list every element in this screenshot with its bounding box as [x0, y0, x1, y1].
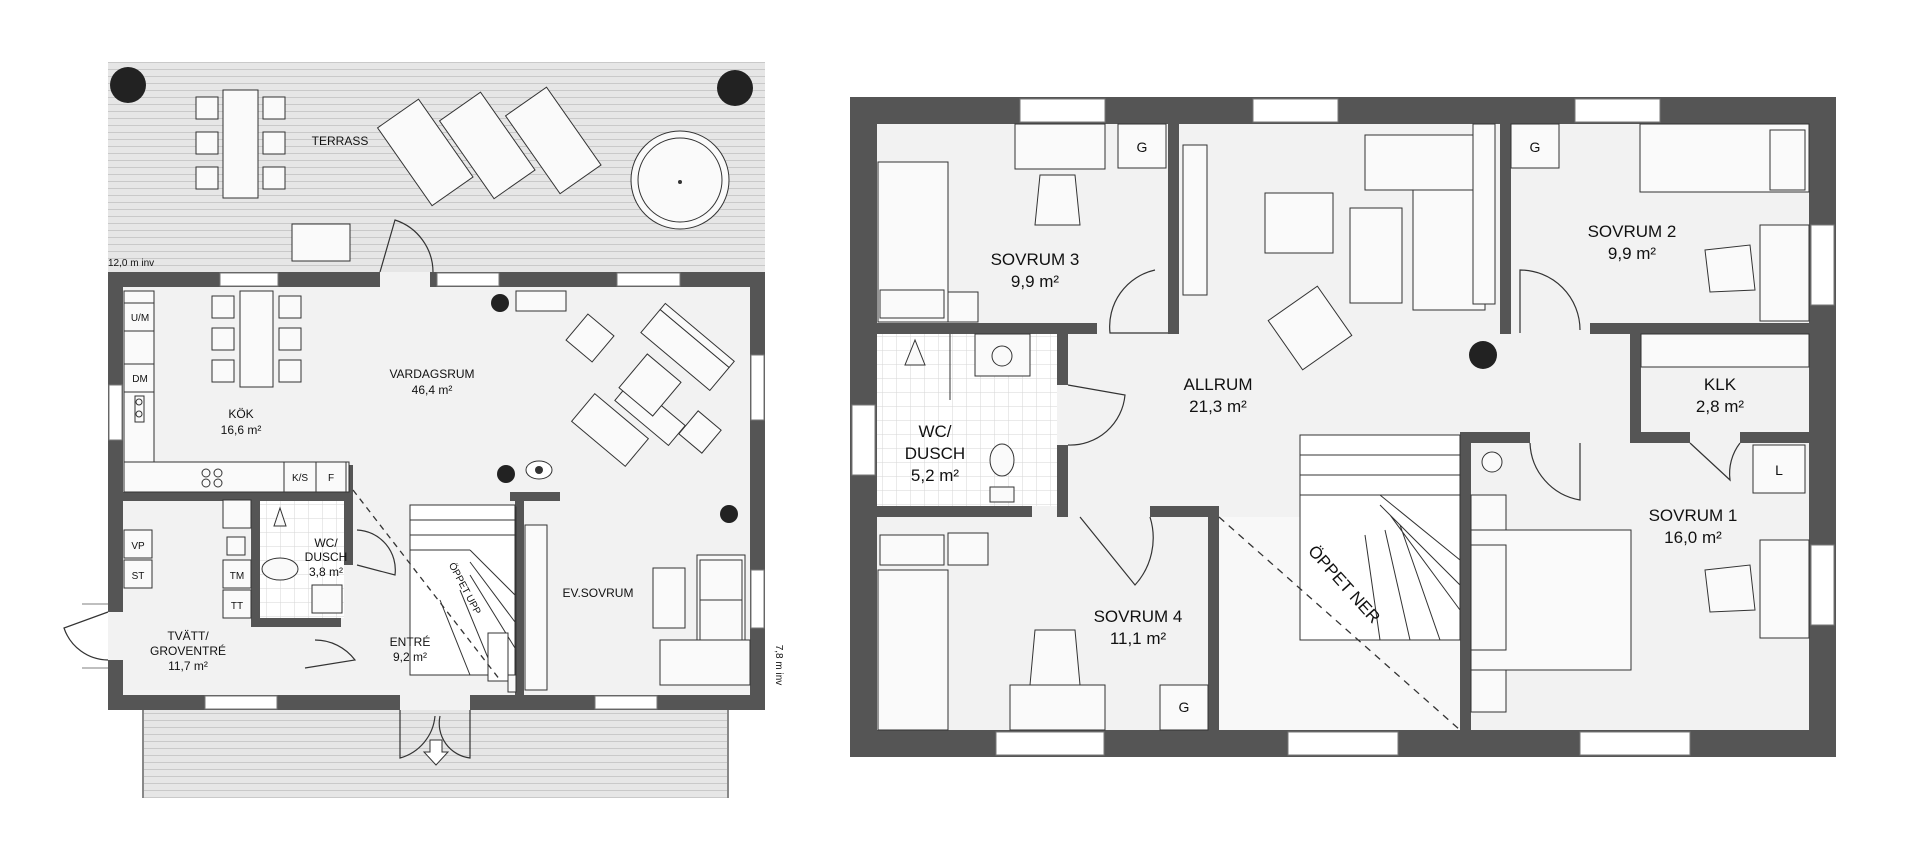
- sovrum3-furniture: [877, 123, 1167, 323]
- terrace-label: TERRASS: [312, 134, 369, 148]
- tag-tm: TM: [230, 571, 244, 582]
- depth-dimension: 7,8 m inv: [773, 645, 784, 686]
- allrum-name: ALLRUM: [1184, 375, 1253, 394]
- living-area: 46,4 m²: [412, 383, 453, 397]
- upper-floor-plan: G G: [850, 97, 1836, 757]
- upper-wc-name-1: WC/: [918, 422, 951, 441]
- sovrum1-name: SOVRUM 1: [1649, 506, 1738, 525]
- ev-sovrum-name: EV.SOVRUM: [563, 586, 634, 600]
- width-dimension: 12,0 m inv: [108, 258, 154, 269]
- plant-icon-allrum: [1469, 341, 1497, 369]
- kitchen-area: 16,6 m²: [221, 423, 262, 437]
- kitchen-counters: [123, 290, 350, 493]
- kitchen-name: KÖK: [228, 407, 253, 421]
- tag-g-sovrum3: G: [1137, 139, 1148, 155]
- sovrum3-area: 9,9 m²: [1011, 272, 1060, 291]
- tag-f: F: [328, 473, 334, 484]
- laundry-fixtures: [123, 499, 252, 619]
- living-name: VARDAGSRUM: [389, 367, 474, 381]
- void-diagonal: [1218, 516, 1461, 731]
- stair-diagonal-ground: [352, 489, 501, 681]
- sovrum4-furniture: [877, 532, 1209, 731]
- ground-wc-name-1: WC/: [314, 536, 338, 550]
- upper-wc-name-2: DUSCH: [905, 444, 965, 463]
- allrum-furniture: [1182, 123, 1496, 371]
- upper-wc-fixtures: [904, 333, 1031, 503]
- laundry-name-1: TVÄTT/: [167, 629, 209, 643]
- sovrum3-name: SOVRUM 3: [991, 250, 1080, 269]
- tag-g-sovrum2: G: [1530, 139, 1541, 155]
- ground-wc-name-2: DUSCH: [305, 550, 348, 564]
- tag-tt: TT: [231, 601, 243, 612]
- ground-interior-walls: [123, 465, 560, 696]
- ground-wc-fixtures: [261, 506, 343, 614]
- laundry-area: 11,7 m²: [168, 659, 208, 673]
- tag-l: L: [1775, 462, 1783, 478]
- plant-icons-ground: [110, 67, 753, 523]
- klk-area: 2,8 m²: [1696, 397, 1745, 416]
- ev-sovrum-furniture: [524, 524, 751, 691]
- upper-wc-area: 5,2 m²: [911, 466, 960, 485]
- klk-shelf: [1640, 333, 1810, 368]
- sovrum2-furniture: [1510, 123, 1810, 322]
- ground-windows: [108, 272, 765, 710]
- laundry-name-2: GROVENTRÉ: [150, 643, 226, 658]
- ground-staircase: [409, 504, 516, 682]
- sovrum4-name: SOVRUM 4: [1094, 607, 1183, 626]
- entry-name: ENTRÉ: [390, 634, 431, 649]
- ground-wc-area: 3,8 m²: [309, 565, 343, 579]
- upper-staircase: [1299, 434, 1461, 641]
- tag-st: ST: [132, 571, 145, 582]
- tag-ks: K/S: [292, 473, 308, 484]
- sovrum1-furniture: [1470, 444, 1810, 713]
- dining-table: [211, 290, 302, 388]
- tag-um: U/M: [131, 313, 149, 324]
- upper-windows: [851, 98, 1835, 756]
- sovrum1-area: 16,0 m²: [1664, 528, 1722, 547]
- sovrum2-area: 9,9 m²: [1608, 244, 1657, 263]
- entrance-arrow-icon: [422, 739, 450, 766]
- tag-vp: VP: [131, 541, 145, 552]
- living-sofa-group: [565, 302, 735, 467]
- sovrum4-area: 11,1 m²: [1110, 629, 1167, 648]
- sovrum2-name: SOVRUM 2: [1588, 222, 1677, 241]
- tag-dm: DM: [132, 374, 148, 385]
- entry-area: 9,2 m²: [393, 650, 427, 664]
- upper-doors: [1067, 269, 1741, 586]
- ground-floor-plan: U/M DM K/S F: [63, 62, 784, 798]
- allrum-area: 21,3 m²: [1189, 397, 1247, 416]
- klk-name: KLK: [1704, 375, 1737, 394]
- tag-g-sovrum4: G: [1179, 699, 1190, 715]
